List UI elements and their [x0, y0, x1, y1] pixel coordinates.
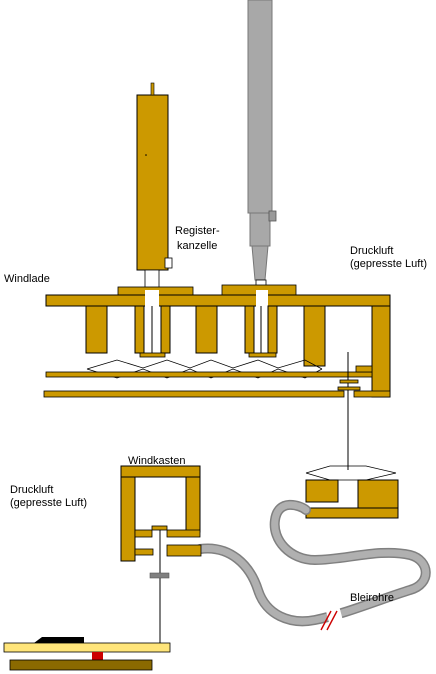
metal-pipe-lower	[249, 212, 271, 247]
windkasten	[120, 465, 202, 646]
windlade-post-2	[134, 305, 145, 354]
wooden-pipe	[136, 82, 173, 291]
pipe-hole-left	[145, 290, 159, 308]
windkasten-right-wall	[185, 476, 201, 533]
windkasten-lower-left	[134, 548, 154, 556]
pipe-hole-right	[256, 290, 268, 308]
wooden-pipe-dot	[145, 154, 147, 156]
valve-plate-left	[139, 352, 166, 358]
key-top	[34, 637, 84, 643]
relay-block-left	[305, 479, 339, 503]
valve-plate-right	[248, 352, 277, 358]
windlade-middle-board	[45, 371, 373, 378]
lead-tube-fill	[196, 501, 430, 625]
druckluft-left-label-line1: Druckluft	[10, 484, 54, 496]
register-label-line2: kanzelle	[177, 240, 218, 252]
relay-valve-disc-upper	[339, 379, 359, 384]
bleirohre-label: Bleirohre	[350, 592, 395, 604]
key-mechanism	[3, 637, 171, 671]
windlade-chest	[43, 284, 391, 470]
lead-tube	[195, 499, 431, 631]
druckluft-top-label-line1: Druckluft	[350, 245, 394, 257]
windkasten-top	[120, 465, 201, 478]
metal-pipe-mouth	[268, 210, 277, 222]
relay-block-right	[357, 479, 399, 509]
windlade-bottom-board	[43, 390, 345, 398]
windkasten-label: Windkasten	[128, 455, 186, 467]
key-marker	[92, 652, 103, 660]
wooden-pipe-top-rod	[150, 82, 155, 96]
relay-membrane-top	[305, 465, 397, 474]
windlade-bottom-board-right	[353, 390, 391, 398]
key-body	[3, 642, 171, 653]
windkasten-left-wall	[120, 476, 136, 562]
windkasten-valve-top	[151, 525, 168, 531]
windlade-post-5	[244, 305, 255, 354]
windkasten-inner-block-right	[166, 529, 201, 538]
metal-pipe-cone	[251, 245, 269, 281]
key-base	[9, 659, 153, 671]
windlade-post-1	[85, 305, 108, 354]
windlade-post-6	[267, 305, 278, 354]
relay-membrane-bottom	[305, 472, 397, 481]
druckluft-left-label-line2: (gepresste Luft)	[10, 497, 88, 509]
relay-valve-disc-lower	[337, 386, 361, 391]
windlade-right-wall	[371, 305, 391, 398]
break-mark-1	[320, 610, 332, 631]
register-label-line1: Register-	[175, 225, 220, 237]
windlade-vent-block	[355, 365, 373, 373]
metal-pipe-body	[247, 0, 273, 214]
windlade-post-3	[160, 305, 171, 354]
bellows-membrane	[86, 359, 323, 370]
metal-pipe	[247, 0, 277, 293]
tracker-guide-plate	[149, 572, 170, 579]
windlade-label: Windlade	[4, 273, 50, 285]
windlade-post-4	[195, 305, 218, 354]
wooden-pipe-body	[136, 94, 169, 271]
break-mark-2	[326, 610, 338, 631]
windlade-top-board	[45, 294, 391, 307]
windkasten-lower-right	[166, 544, 202, 557]
lead-tube-gap	[325, 605, 343, 623]
druckluft-top-label-line2: (gepresste Luft)	[350, 258, 428, 270]
relay-bellows	[305, 465, 399, 519]
windkasten-inner-block-left	[134, 529, 153, 538]
windlade-post-7	[303, 305, 326, 367]
relay-base-board	[305, 507, 399, 519]
wooden-pipe-mouth	[164, 257, 173, 269]
